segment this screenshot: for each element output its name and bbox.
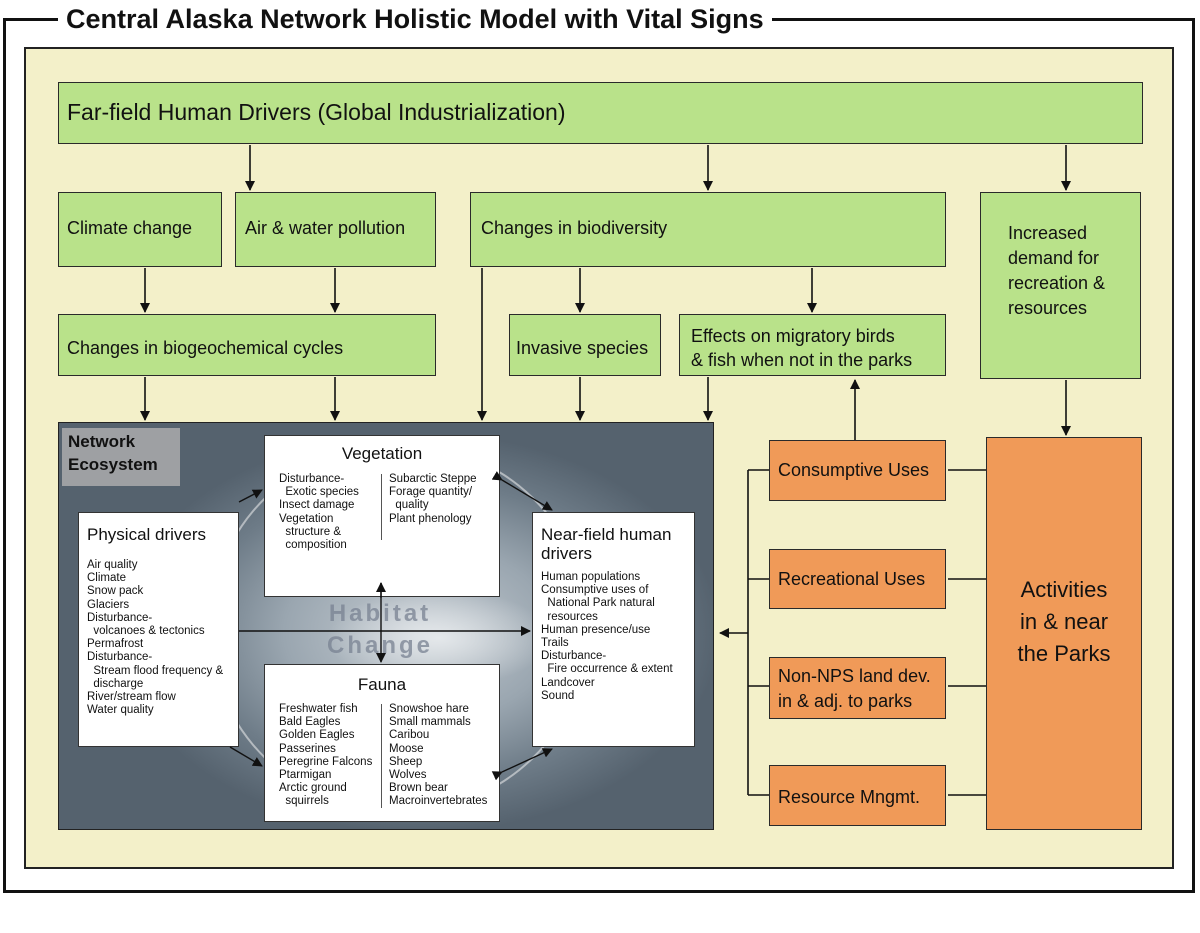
far-field-box: Far-field Human Drivers (Global Industri… [58, 82, 1143, 144]
migratory-line: Effects on migratory birds [691, 326, 895, 346]
near-field-item: Fire occurrence & extent [541, 663, 673, 676]
physical-drivers-box: Physical drivers Air quality Climate Sno… [78, 512, 239, 747]
near-field-title: Near-field human drivers [541, 525, 694, 563]
fauna-box: Fauna Freshwater fish Bald Eagles Golden… [264, 664, 500, 822]
near-field-item: Human populations [541, 571, 641, 583]
near-field-item: Consumptive uses of [541, 584, 649, 597]
physical-item: discharge [87, 677, 144, 690]
vegetation-item: Forage quantity/ [389, 486, 473, 499]
fauna-item: Passerines [279, 742, 336, 755]
physical-item: Snow pack [87, 585, 144, 598]
habitat-change-line: Habitat [328, 600, 432, 627]
fauna-item: Freshwater fish [279, 703, 358, 715]
fauna-item: Sheep [389, 755, 423, 768]
migratory-line: & fish when not in the parks [691, 350, 913, 370]
vegetation-col1: Disturbance- Exotic species Insect damag… [279, 473, 387, 552]
physical-item: Glaciers [87, 598, 130, 611]
activities-line: Activities [1020, 577, 1108, 602]
fauna-item: Ptarmigan [279, 769, 332, 782]
non-nps-land-dev-box: Non-NPS land dev. in & adj. to parks [769, 657, 946, 719]
migratory-effects-box: Effects on migratory birds & fish when n… [679, 314, 946, 376]
physical-item: Disturbance- [87, 611, 153, 624]
physical-item: Stream flood frequency & [87, 664, 224, 677]
near-field-item: resources [541, 610, 598, 623]
air-water-pollution-box: Air & water pollution [235, 192, 436, 267]
recreational-uses-box: Recreational Uses [769, 549, 946, 609]
vegetation-item: structure & [279, 525, 341, 538]
physical-item: volcanoes & tectonics [87, 625, 205, 638]
vegetation-box: Vegetation Disturbance- Exotic species I… [264, 435, 500, 597]
vegetation-item: Disturbance- [279, 473, 345, 485]
near-field-item: Sound [541, 689, 575, 702]
network-ecosystem-label: Network Ecosystem [62, 428, 180, 486]
activities-box: Activities in & near the Parks [986, 437, 1142, 830]
near-field-drivers-box: Near-field human drivers Human populatio… [532, 512, 695, 747]
vegetation-item: composition [279, 539, 347, 552]
vegetation-title: Vegetation [341, 444, 423, 463]
physical-item: Water quality [87, 704, 154, 717]
activities-line: the Parks [1017, 641, 1111, 666]
fauna-divider [381, 704, 382, 808]
vegetation-item: Vegetation [279, 512, 334, 525]
near-field-item: Trails [541, 637, 569, 650]
non-nps-line: Non-NPS land dev. [778, 666, 931, 686]
vegetation-item: Subarctic Steppe [389, 473, 477, 485]
increased-demand-line: resources [1008, 298, 1088, 318]
near-field-item: National Park natural [541, 597, 655, 610]
climate-change-box: Climate change [58, 192, 222, 267]
activities-line: in & near [1019, 609, 1109, 634]
physical-item: Disturbance- [87, 651, 153, 664]
physical-item: River/stream flow [87, 691, 176, 704]
near-field-item: Disturbance- [541, 650, 607, 663]
fauna-item: squirrels [279, 795, 329, 808]
vegetation-item: Exotic species [279, 486, 359, 499]
increased-demand-line: demand for [1008, 248, 1100, 268]
fauna-item: Moose [389, 742, 424, 755]
resource-management-box: Resource Mngmt. [769, 765, 946, 826]
increased-demand-line: recreation & [1008, 273, 1106, 293]
near-field-title-line: drivers [541, 544, 593, 563]
fauna-item: Caribou [389, 729, 430, 742]
increased-demand-line: Increased [1008, 223, 1088, 243]
diagram-title: Central Alaska Network Holistic Model wi… [58, 2, 772, 36]
fauna-col2: Snowshoe hare Small mammals Caribou Moos… [389, 703, 499, 809]
vegetation-item: quality [389, 499, 429, 512]
fauna-item: Golden Eagles [279, 729, 355, 742]
non-nps-line: in & adj. to parks [778, 691, 913, 711]
physical-drivers-title: Physical drivers [87, 525, 207, 544]
fauna-item: Brown bear [389, 782, 448, 795]
ecosystem-label-line: Network [68, 432, 136, 451]
fauna-item: Wolves [389, 769, 427, 782]
physical-item: Climate [87, 572, 126, 585]
fauna-item: Peregrine Falcons [279, 755, 373, 768]
fauna-item: Small mammals [389, 716, 471, 729]
increased-demand-box: Increased demand for recreation & resour… [980, 192, 1141, 379]
physical-item: Permafrost [87, 638, 144, 651]
fauna-col1: Freshwater fish Bald Eagles Golden Eagle… [279, 703, 387, 809]
vegetation-item: Plant phenology [389, 512, 472, 525]
ecosystem-label-line: Ecosystem [68, 455, 158, 474]
physical-item: Air quality [87, 559, 138, 571]
fauna-item: Bald Eagles [279, 716, 341, 729]
consumptive-uses-box: Consumptive Uses [769, 440, 946, 501]
near-field-title-line: Near-field human [541, 525, 672, 544]
vegetation-col2: Subarctic Steppe Forage quantity/ qualit… [389, 473, 499, 526]
near-field-item: Landcover [541, 676, 595, 689]
vegetation-divider [381, 474, 382, 540]
vegetation-item: Insect damage [279, 499, 355, 512]
biodiversity-box: Changes in biodiversity [470, 192, 946, 267]
fauna-item: Snowshoe hare [389, 703, 469, 715]
invasive-species-box: Invasive species [509, 314, 661, 376]
fauna-item: Arctic ground [279, 782, 347, 795]
near-field-item: Human presence/use [541, 623, 651, 636]
fauna-title: Fauna [357, 675, 407, 694]
biogeochemical-box: Changes in biogeochemical cycles [58, 314, 436, 376]
fauna-item: Macroinvertebrates [389, 795, 488, 808]
